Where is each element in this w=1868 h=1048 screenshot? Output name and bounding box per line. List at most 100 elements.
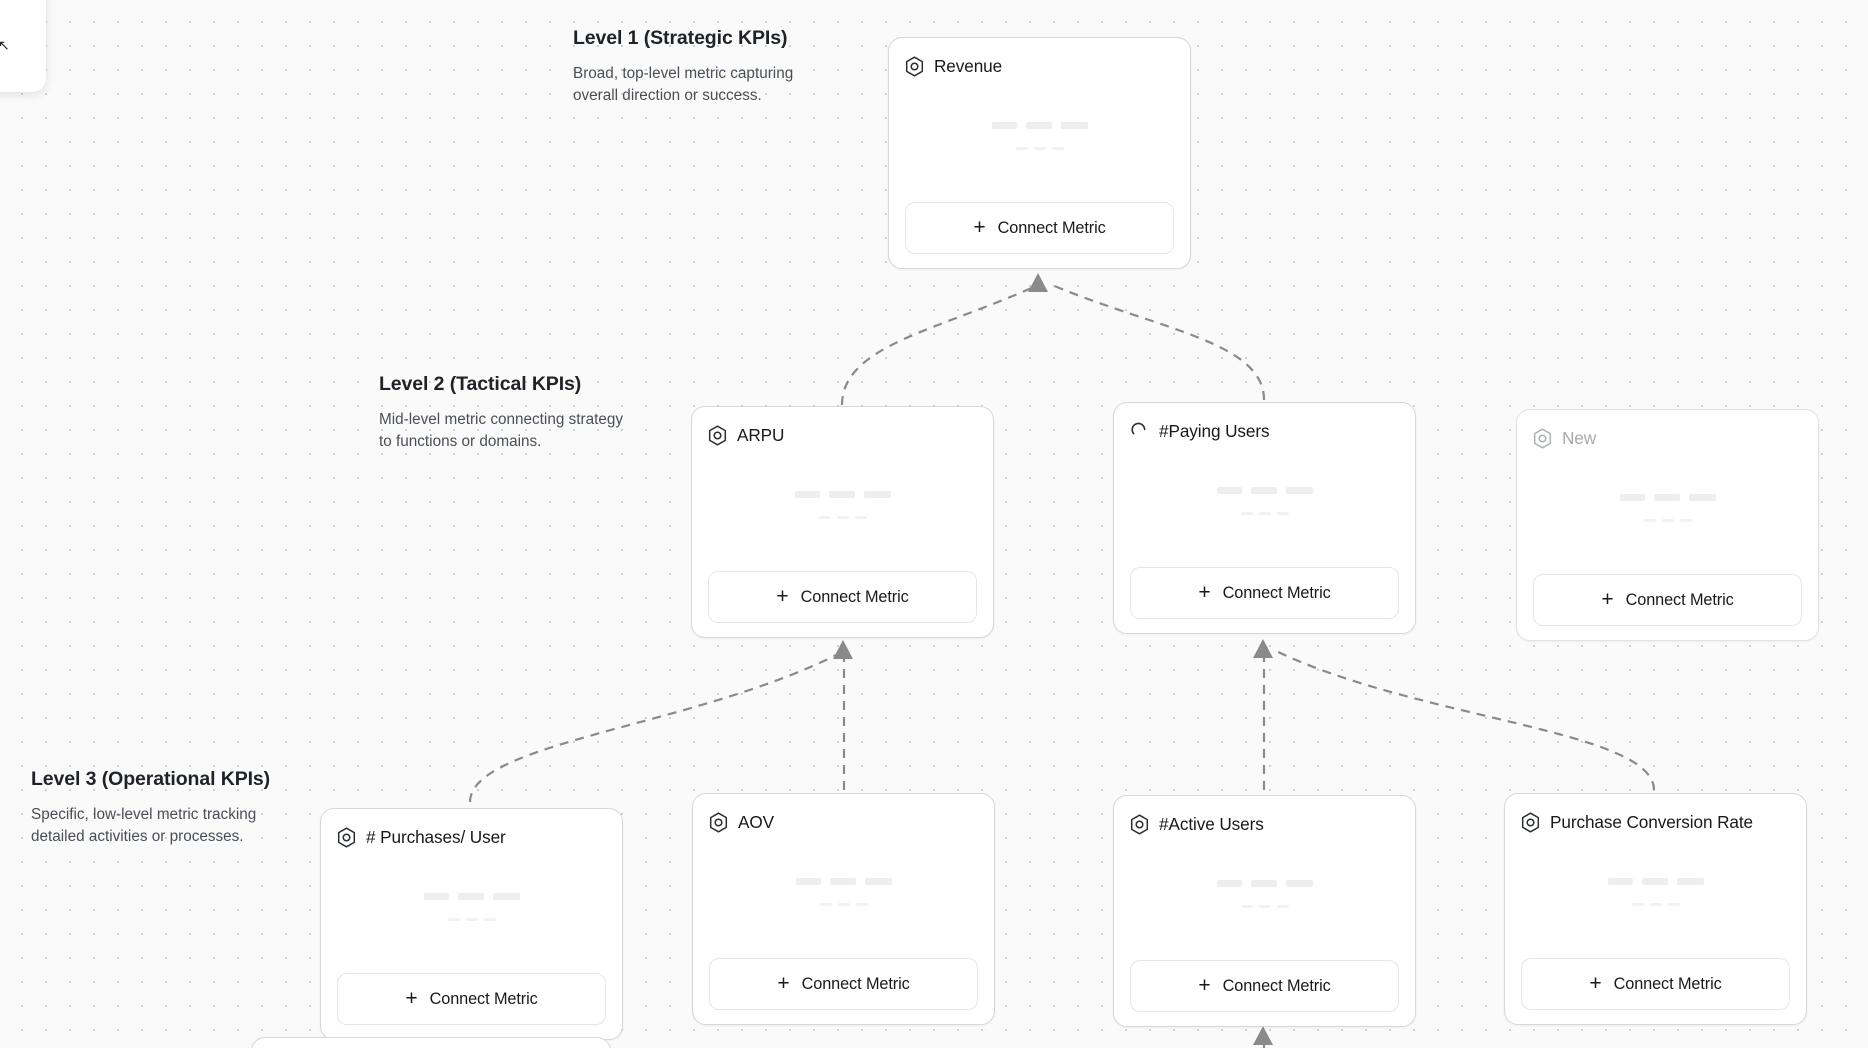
skeleton-chip [863,491,891,498]
skeleton-chip [492,893,520,900]
skeleton-chip [819,903,832,906]
connect-metric-label: Connect Metric [800,587,909,606]
skeleton-chip [1667,903,1680,906]
skeleton-chip [794,491,820,498]
skeleton-chip [1250,487,1277,494]
card-skeleton-body [1521,834,1790,958]
skeleton-row-secondary [819,903,868,906]
skeleton-chip [1240,905,1253,908]
arrowhead-revenue [1028,273,1048,292]
skeleton-chip [483,918,496,921]
edge-paying-users-to-revenue [1051,283,1266,401]
card-title: # Purchases/ User [366,826,506,847]
edge-conversion-to-paying-users [1275,650,1656,791]
hexagon-metric-icon [709,811,728,833]
skeleton-chip [1619,494,1645,501]
metric-card-new[interactable]: New + Connect Metric [1516,409,1819,641]
card-title: ARPU [737,424,785,445]
connect-metric-button[interactable]: + Connect Metric [1533,574,1802,626]
card-skeleton-body [1130,836,1399,960]
card-title: Purchase Conversion Rate [1550,811,1754,832]
card-title: #Paying Users [1159,420,1270,441]
skeleton-row-secondary [818,516,867,519]
skeleton-chip [1258,905,1271,908]
card-header: ARPU [708,423,977,447]
metric-card-active-users[interactable]: #Active Users + Connect Metric [1113,795,1416,1027]
connect-metric-button[interactable]: + Connect Metric [905,202,1174,254]
hexagon-metric-icon [1533,427,1552,449]
connect-metric-label: Connect Metric [997,218,1106,237]
skeleton-chip [1276,512,1289,515]
card-title-placeholder: New [1562,427,1597,448]
card-skeleton-body [905,78,1174,202]
plus-icon: + [1198,973,1211,997]
connect-metric-button[interactable]: + Connect Metric [708,571,977,623]
card-header: Purchase Conversion Rate [1521,810,1790,834]
hexagon-metric-icon [337,826,356,848]
plus-icon: + [973,215,986,239]
level-3-description: Specific, low-level metric tracking deta… [31,806,257,846]
arrowhead-arpu [833,640,853,659]
skeleton-chip [1649,903,1662,906]
skeleton-chip [1607,878,1633,885]
card-skeleton-body [1130,443,1399,567]
floating-toolbar-panel[interactable]: ↖ [0,0,46,92]
card-skeleton-body [709,834,978,958]
skeleton-row-secondary [1015,147,1064,150]
metric-card-paying-users[interactable]: #Paying Users + Connect Metric [1113,402,1416,634]
level-1-description: Broad, top-level metric capturing overal… [573,65,794,105]
level-3-title: Level 3 (Operational KPIs) [31,768,271,790]
skeleton-row-primary [1216,487,1313,494]
edge-arpu-to-revenue [840,284,1039,406]
arrowhead-active-users-bottom [1253,1026,1273,1045]
skeleton-chip [465,918,478,921]
plus-icon: + [1601,587,1614,611]
connect-metric-label: Connect Metric [429,989,538,1008]
connect-metric-button[interactable]: + Connect Metric [337,973,606,1025]
plus-icon: + [1589,971,1602,995]
skeleton-chip [854,516,867,519]
skeleton-chip [1653,494,1680,501]
connect-metric-button[interactable]: + Connect Metric [1130,960,1399,1012]
skeleton-chip [864,878,892,885]
metric-card-offscreen-lower[interactable] [251,1037,611,1048]
skeleton-chip [1033,147,1046,150]
connect-metric-label: Connect Metric [801,974,910,993]
connect-metric-button[interactable]: + Connect Metric [1521,958,1790,1010]
edge-purchases-to-arpu [468,651,843,803]
card-skeleton-body [1533,450,1802,574]
metric-card-purchases-per-user[interactable]: # Purchases/ User + Connect Metric [320,808,623,1040]
connect-metric-button[interactable]: + Connect Metric [709,958,978,1010]
connect-metric-label: Connect Metric [1625,590,1734,609]
connect-metric-button[interactable]: + Connect Metric [1130,567,1399,619]
card-header: #Paying Users [1130,419,1399,443]
hexagon-metric-icon [905,55,924,77]
skeleton-chip [1060,122,1088,129]
skeleton-chip [991,122,1017,129]
plus-icon: + [777,971,790,995]
skeleton-row-secondary [1643,519,1692,522]
arrowhead-paying-users [1253,639,1273,658]
hexagon-metric-icon [708,424,727,446]
cursor-arrow-icon: ↖ [0,37,10,53]
metric-card-arpu[interactable]: ARPU + Connect Metric [691,406,994,638]
level-1-title: Level 1 (Strategic KPIs) [573,27,788,49]
card-header: # Purchases/ User [337,825,606,849]
skeleton-chip [1258,512,1271,515]
level-1-descriptor: Level 1 (Strategic KPIs) Broad, top-leve… [573,27,823,108]
skeleton-chip [1679,519,1692,522]
skeleton-row-primary [794,491,891,498]
skeleton-chip [1051,147,1064,150]
skeleton-row-primary [1216,880,1313,887]
level-2-title: Level 2 (Tactical KPIs) [379,373,582,395]
card-title: #Active Users [1159,813,1264,834]
metric-card-revenue[interactable]: Revenue + Connect Metric [888,37,1191,269]
skeleton-chip [818,516,831,519]
metric-card-aov[interactable]: AOV + Connect Metric [692,793,995,1025]
skeleton-chip [1661,519,1674,522]
hexagon-metric-icon [1130,813,1149,835]
card-header: Revenue [905,54,1174,78]
skeleton-chip [1643,519,1656,522]
metric-card-purchase-conversion-rate[interactable]: Purchase Conversion Rate + Connect Metri… [1504,793,1807,1025]
